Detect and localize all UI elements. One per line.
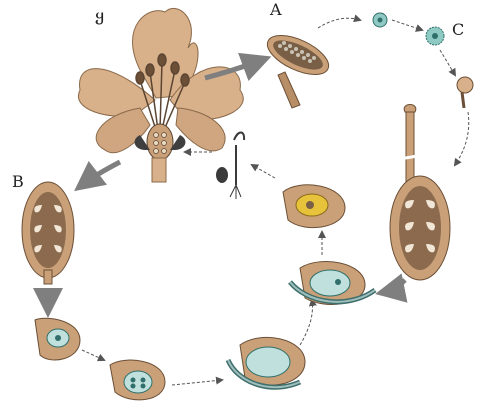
arrow-icon <box>172 380 222 385</box>
embryo-sac-icon <box>290 262 375 305</box>
arrow-icon <box>318 18 360 28</box>
ovule-icon <box>35 318 80 360</box>
ovary-icon <box>22 182 74 284</box>
ovule-icon <box>283 185 345 228</box>
arrow-icon <box>82 162 120 185</box>
pollen-grain-icon <box>426 27 444 45</box>
germinating-pollen-icon <box>457 77 473 108</box>
ovule-icon <box>110 360 165 400</box>
arrow-icon <box>440 50 455 75</box>
label-a: A <box>270 2 282 18</box>
arrow-icon <box>82 350 104 360</box>
label-b: B <box>12 174 24 190</box>
arrow-icon <box>392 20 422 30</box>
flower-label: ყ <box>95 8 104 24</box>
arrow-icon <box>455 112 469 165</box>
label-c: C <box>452 22 464 38</box>
pistil-icon <box>390 105 450 281</box>
anther-icon <box>262 27 334 108</box>
arrow-icon <box>385 280 405 292</box>
embryo-sac-icon <box>228 337 305 387</box>
flower-icon <box>78 8 243 182</box>
arrow-icon <box>252 165 275 178</box>
pollen-grain-icon <box>373 13 387 27</box>
arrow-icon <box>300 300 313 345</box>
